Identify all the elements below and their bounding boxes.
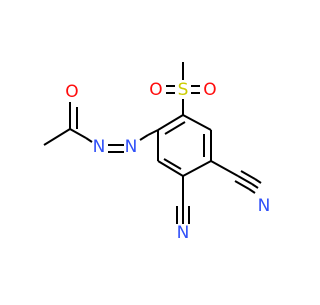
bond-carbonyl-double [69, 102, 78, 129]
bond-ring-nitrile-c-right [210, 160, 239, 177]
bond-nitrile-triple-right [234, 170, 262, 194]
bond-sulfur-oxygen-left [166, 85, 175, 94]
bond-sulfur-oxygen-right [191, 85, 200, 94]
bond-azo-double [108, 144, 124, 153]
atom-label-carbonyl-oxygen: O [65, 82, 78, 102]
structure-drawing: O N N S O O N N [0, 0, 300, 300]
atom-label-sulfonyl-oxygen-right: O [203, 80, 216, 100]
atom-label-azo-n1: N [93, 137, 106, 157]
atom-label-nitrile-n-bottom: N [177, 223, 190, 243]
atom-label-sulfonyl-oxygen-left: O [149, 80, 162, 100]
atom-label-nitrile-n-right: N [258, 196, 271, 216]
bond-methyl-carbonyl [43, 128, 71, 146]
atom-label-sulfur: S [178, 80, 189, 100]
molecule-diagram: O N N S O O N N [0, 0, 300, 300]
benzene-ring [157, 114, 212, 177]
bond-n2-ring [139, 129, 159, 141]
background [0, 0, 300, 300]
bond-nitrile-triple-bottom [176, 206, 190, 224]
bond-carbonyl-n1 [69, 128, 93, 143]
atom-label-azo-n2: N [125, 137, 138, 157]
